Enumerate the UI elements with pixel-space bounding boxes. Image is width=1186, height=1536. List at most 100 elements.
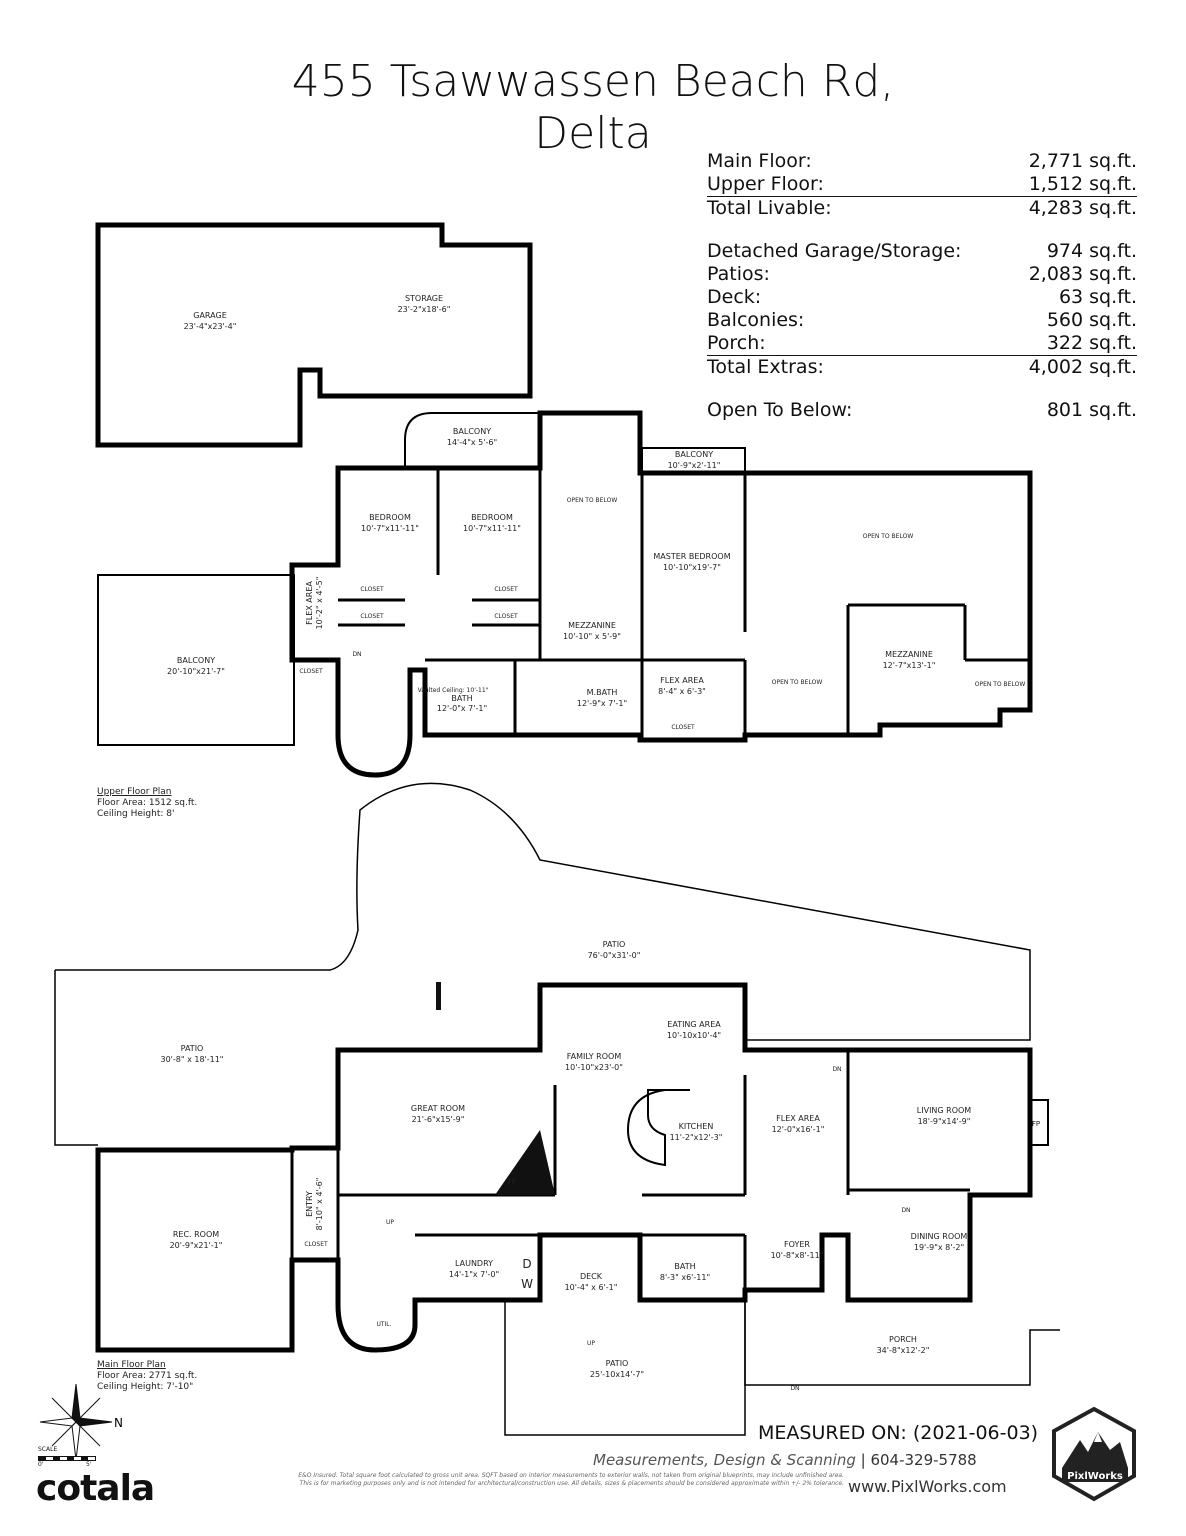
room-bath-main-dim: 8'-3" x6'-11": [660, 1273, 710, 1282]
room-rec: REC. ROOM: [173, 1230, 219, 1239]
closet-label: CLOSET: [494, 586, 518, 593]
room-balcony-right: BALCONY: [675, 450, 713, 459]
room-kitchen-dim: 11'-2"x12'-3": [670, 1133, 723, 1142]
scale-label: SCALE: [38, 1446, 58, 1453]
room-open-below-4: OPEN TO BELOW: [975, 681, 1026, 688]
pixlworks-logo: PixlWorks: [1052, 1406, 1136, 1502]
room-balcony-top-dim: 14'-4"x 5'-6": [447, 438, 497, 447]
room-storage: STORAGE: [405, 294, 443, 303]
room-family: FAMILY ROOM: [567, 1052, 622, 1061]
room-flex-upper-dim: 10'-2" x 4'-5": [315, 577, 324, 630]
room-flex-upper-2-dim: 8'-4" x 6'-3": [658, 687, 706, 696]
disclaimer-2: This is for marketing purposes only and …: [299, 1480, 844, 1487]
room-garage-dim: 23'-4"x23'-4": [184, 322, 237, 331]
room-mezzanine-1-dim: 10'-10" x 5'-9": [563, 632, 621, 641]
room-flex-upper: FLEX AREA: [305, 581, 314, 625]
room-storage-dim: 23'-2"x18'-6": [398, 305, 451, 314]
scale-zero: 0': [38, 1461, 44, 1468]
room-bath-upper-dim: 12'-0"x 7'-1": [437, 704, 487, 713]
room-bath-upper: BATH: [451, 694, 472, 703]
credit-line: Measurements, Design & Scanning | 604-32…: [593, 1451, 977, 1469]
washer-label: W: [521, 1277, 533, 1291]
stat-balconies: Balconies:560 sq.ft.: [707, 309, 1137, 331]
stat-patios: Patios:2,083 sq.ft.: [707, 263, 1137, 285]
stat-garage-storage: Detached Garage/Storage:974 sq.ft.: [707, 240, 1137, 262]
closet-label: CLOSET: [299, 668, 323, 675]
area-summary: Main Floor:2,771 sq.ft. Upper Floor:1,51…: [707, 150, 1137, 422]
room-bath-main: BATH: [674, 1262, 695, 1271]
closet-label: CLOSET: [360, 613, 384, 620]
room-master-bedroom-dim: 10'-10"x19'-7": [663, 563, 721, 572]
scale-bar: [38, 1456, 96, 1461]
room-mbath-dim: 12'-9"x 7'-1": [577, 699, 627, 708]
room-deck: DECK: [580, 1272, 603, 1281]
room-garage: GARAGE: [193, 311, 227, 320]
room-open-below-2: OPEN TO BELOW: [863, 533, 914, 540]
patio-up-label: UP: [587, 1340, 595, 1347]
stat-porch: Porch:322 sq.ft.: [707, 332, 1137, 354]
room-mezzanine-2-dim: 12'-7"x13'-1": [883, 661, 936, 670]
room-bedroom-2: BEDROOM: [471, 513, 513, 522]
svg-text:PixlWorks: PixlWorks: [1067, 1471, 1123, 1482]
dryer-label: D: [522, 1257, 531, 1271]
closet-label: CLOSET: [304, 1241, 328, 1248]
address-line-1: 455 Tsawwassen Beach Rd,: [291, 56, 895, 107]
room-porch: PORCH: [889, 1335, 917, 1344]
room-rec-dim: 20'-9"x21'-1": [170, 1241, 223, 1250]
svg-text:N: N: [114, 1416, 123, 1430]
cotala-logo: cotala: [36, 1468, 155, 1509]
room-balcony-left: BALCONY: [177, 656, 215, 665]
room-balcony-top: BALCONY: [453, 427, 491, 436]
room-dining-dim: 19'-9"x 8'-2": [914, 1243, 964, 1252]
closet-label: CLOSET: [360, 586, 384, 593]
room-patio-main: PATIO: [603, 940, 626, 949]
room-laundry-dim: 14'-1"x 7'-0": [449, 1270, 499, 1279]
room-patio-left: PATIO: [181, 1044, 204, 1053]
room-dining: DINING ROOM: [911, 1232, 968, 1241]
room-patio-bottom: PATIO: [606, 1359, 629, 1368]
measured-on: MEASURED ON: (2021-06-03): [758, 1422, 1039, 1444]
room-patio-main-dim: 76'-0"x31'-0": [588, 951, 641, 960]
room-bedroom-2-dim: 10'-7"x11'-11": [463, 524, 521, 533]
upper-floor-outline: [289, 410, 1033, 778]
room-flex-main-dim: 12'-0"x16'-1": [772, 1125, 825, 1134]
scale-five: 5': [86, 1461, 92, 1468]
stat-deck: Deck:63 sq.ft.: [707, 286, 1137, 308]
room-patio-left-dim: 30'-8" x 18'-11": [161, 1055, 224, 1064]
garage-outline: [95, 222, 533, 448]
room-patio-bottom-dim: 25'-10x14'-7": [590, 1370, 644, 1379]
compass-icon: N: [39, 1383, 123, 1461]
stairs-dn-label: DN: [352, 651, 361, 658]
fp-label: FP: [1032, 1120, 1040, 1128]
stairs-up-label: UP: [386, 1219, 394, 1226]
address-line-2: Delta: [534, 108, 652, 159]
room-bedroom-1: BEDROOM: [369, 513, 411, 522]
closet-label: CLOSET: [671, 724, 695, 731]
room-open-below-3: OPEN TO BELOW: [772, 679, 823, 686]
upper-floor-notes: Upper Floor Plan Floor Area: 1512 sq.ft.…: [97, 787, 198, 819]
room-great-dim: 21'-6"x15'-9": [412, 1115, 465, 1124]
room-mezzanine-2: MEZZANINE: [885, 650, 933, 659]
closet-label: CLOSET: [494, 613, 518, 620]
fp-label: FP: [508, 1178, 516, 1186]
room-kitchen: KITCHEN: [679, 1122, 714, 1131]
room-balcony-right-dim: 10'-9"x2'-11": [668, 461, 721, 470]
main-floor-outline: [95, 982, 1033, 1353]
room-flex-main: FLEX AREA: [776, 1114, 820, 1123]
room-foyer-dim: 10'-8"x8'-11": [771, 1251, 824, 1260]
room-master-bedroom: MASTER BEDROOM: [653, 552, 730, 561]
stat-total-livable: Total Livable:4,283 sq.ft.: [707, 196, 1137, 219]
stairs-dn-label: DN: [832, 1066, 841, 1073]
room-porch-dim: 34'-8"x12'-2": [877, 1346, 930, 1355]
room-entry: ENTRY: [305, 1191, 314, 1217]
room-flex-upper-2: FLEX AREA: [660, 676, 704, 685]
room-foyer: FOYER: [784, 1240, 810, 1249]
room-mezzanine-1: MEZZANINE: [568, 621, 616, 630]
room-eating-dim: 10'-10x10'-4": [667, 1031, 721, 1040]
room-living: LIVING ROOM: [917, 1106, 972, 1115]
room-util: UTIL.: [376, 1321, 391, 1328]
room-deck-dim: 10'-4" x 6'-1": [565, 1283, 618, 1292]
stat-main-floor: Main Floor:2,771 sq.ft.: [707, 150, 1137, 172]
room-laundry: LAUNDRY: [455, 1259, 493, 1268]
